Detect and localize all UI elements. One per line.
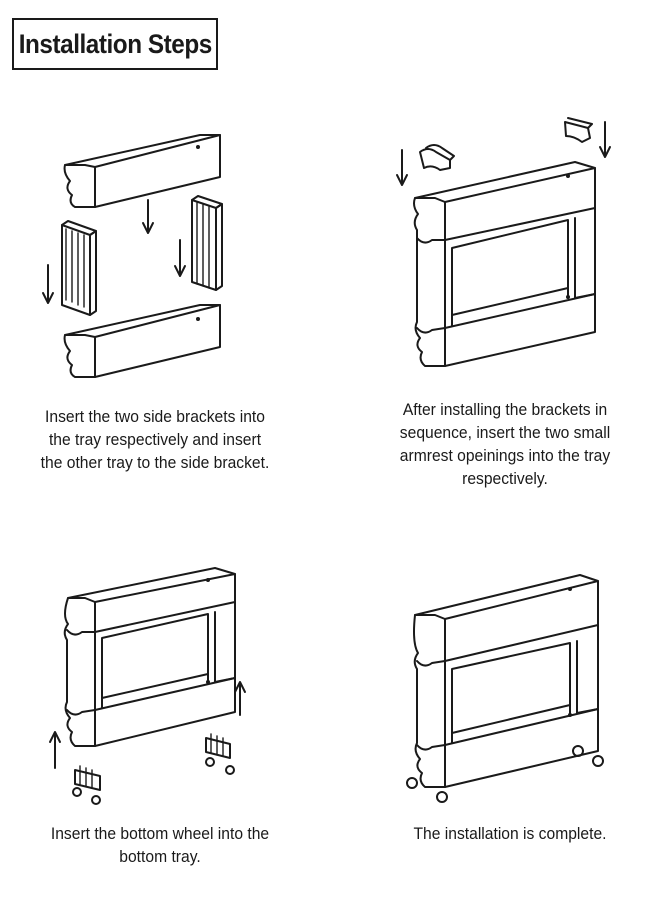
left-bracket bbox=[61, 220, 97, 316]
step-2-illustration bbox=[390, 110, 620, 380]
wheel bbox=[406, 777, 418, 789]
page-title: Installation Steps bbox=[18, 28, 212, 59]
bottom-tray bbox=[63, 304, 221, 378]
title-box: Installation Steps bbox=[12, 18, 218, 70]
step-1-illustration bbox=[20, 125, 240, 395]
top-tray bbox=[63, 134, 221, 208]
complete-cart bbox=[406, 574, 604, 803]
right-bracket bbox=[191, 195, 223, 291]
wheel-bracket-right bbox=[205, 733, 235, 775]
step-4-caption: The installation is complete. bbox=[413, 824, 607, 843]
step-3-illustration bbox=[40, 560, 270, 820]
wheel bbox=[436, 791, 448, 803]
wheel bbox=[572, 745, 584, 757]
step-1-caption: Insert the two side brackets into the tr… bbox=[40, 407, 270, 472]
armrest-piece-right bbox=[564, 117, 593, 143]
assembled-frame bbox=[413, 161, 596, 367]
step-3-caption: Insert the bottom wheel into the bottom … bbox=[50, 824, 270, 866]
wheel bbox=[592, 755, 604, 767]
step-2-caption: After installing the brackets in sequenc… bbox=[399, 400, 611, 488]
step-4-illustration bbox=[400, 565, 620, 810]
frame-step-3 bbox=[63, 567, 236, 747]
wheel-bracket-left bbox=[72, 765, 101, 805]
armrest-piece-left bbox=[419, 144, 455, 171]
